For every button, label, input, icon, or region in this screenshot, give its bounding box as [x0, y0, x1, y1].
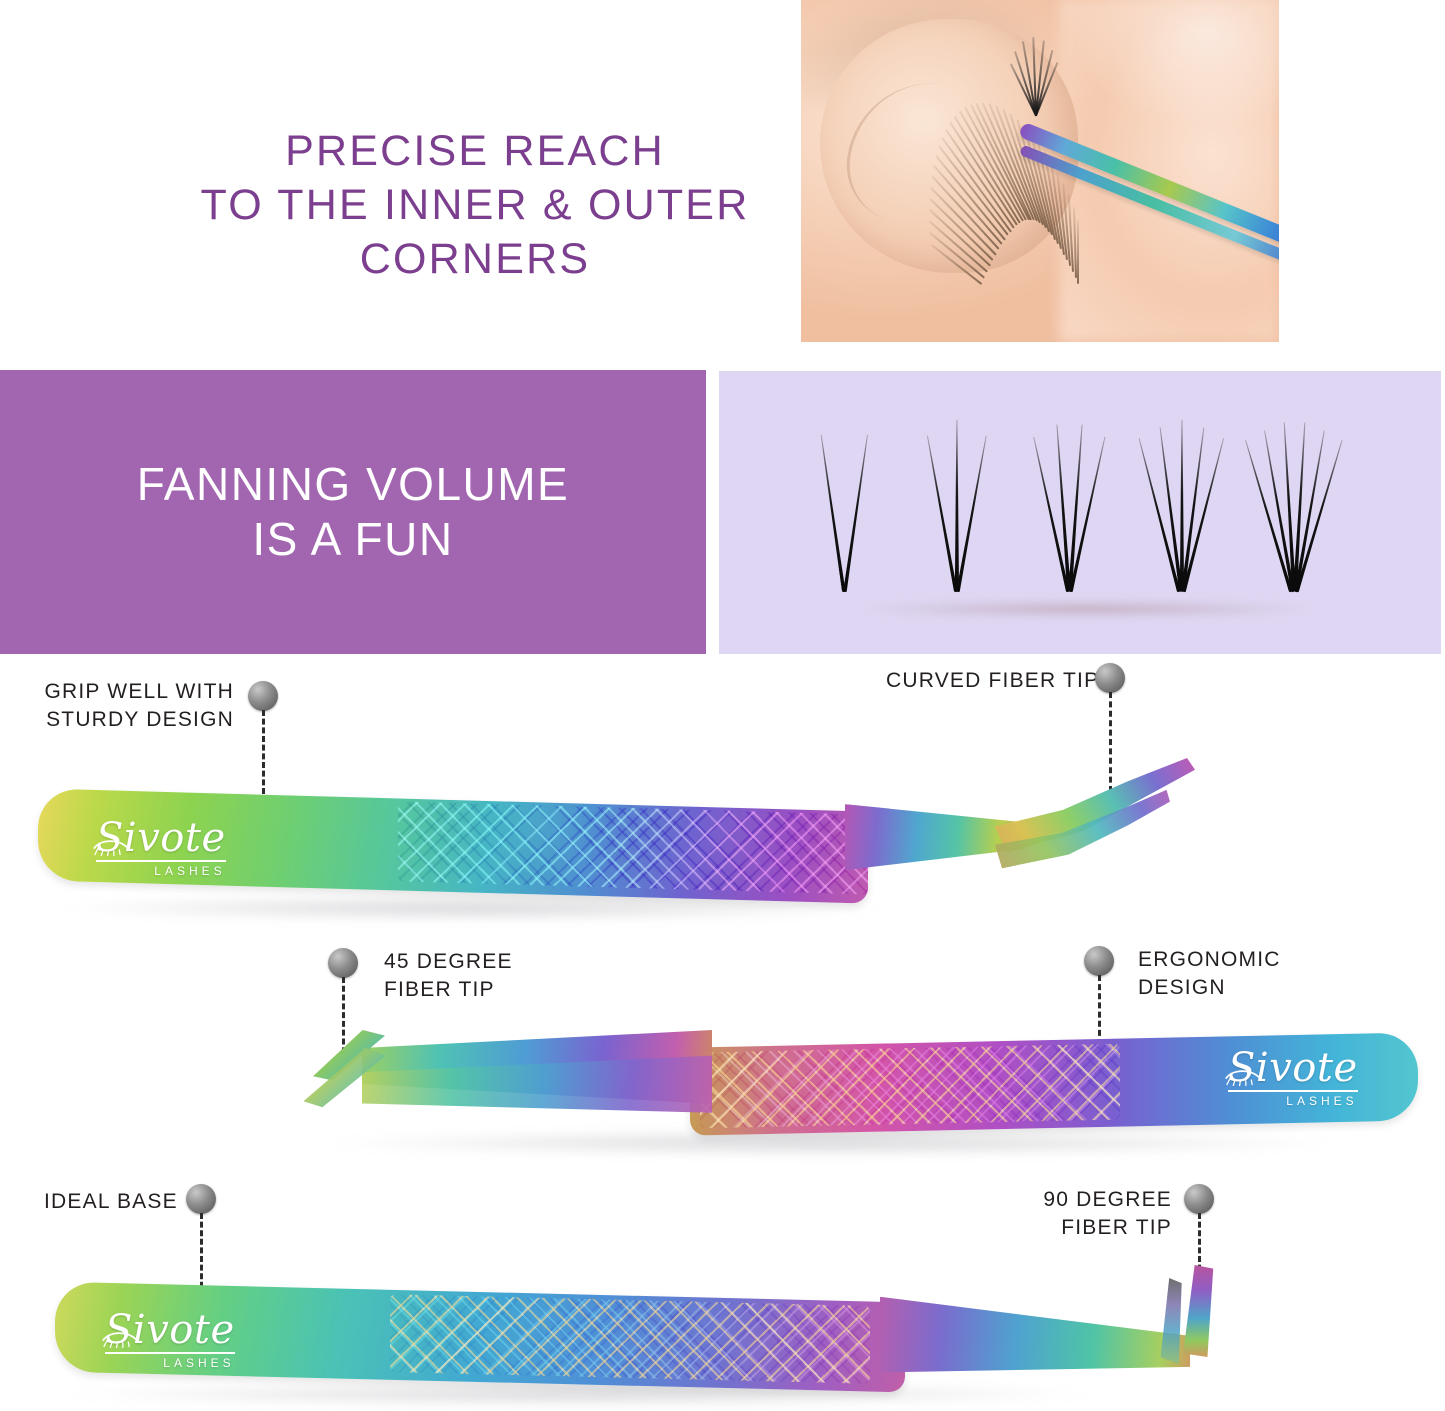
lash-hair	[1179, 419, 1185, 592]
callout-45-degree-leader	[342, 977, 345, 1062]
callout-grip-well-dot	[248, 681, 278, 711]
callout-ideal-base-label: IDEAL BASE	[44, 1188, 177, 1216]
banner-text: FANNING VOLUME IS A FUN	[137, 457, 570, 567]
lash-fan-row	[719, 371, 1441, 654]
eye-closeup-photo	[801, 0, 1279, 342]
callout-line-2: DESIGN	[1138, 975, 1226, 999]
lash-fan-panel	[719, 371, 1441, 654]
tweezer-1-arm-taper	[845, 804, 1025, 874]
tweezer-1-grip-pattern	[398, 801, 868, 895]
tweezer-3-shadow	[70, 1382, 1090, 1406]
callout-line-1: GRIP WELL WITH	[44, 680, 234, 703]
tweezer-2-shadow	[330, 1130, 1330, 1156]
headline-line-1: PRECISE REACH	[285, 127, 665, 175]
callout-line-1: ERGONOMIC	[1138, 948, 1281, 971]
callout-ergonomic-design-dot	[1084, 946, 1114, 976]
callout-90-degree-dot	[1184, 1184, 1214, 1214]
callout-ergonomic-design-leader	[1098, 975, 1101, 1045]
callout-90-degree-leader	[1198, 1213, 1201, 1305]
headline-line-2: TO THE INNER & OUTER	[200, 180, 750, 229]
tweezer-upper-arm	[1017, 121, 1279, 248]
callout-ergonomic-design-label: ERGONOMIC DESIGN	[1138, 946, 1338, 1001]
callout-45-degree-dot	[328, 948, 358, 978]
callout-line-2: FIBER TIP	[384, 977, 495, 1001]
lash-hair	[1181, 427, 1206, 592]
callout-90-degree-label: 90 DEGREE FIBER TIP	[1012, 1186, 1172, 1241]
headline-line-3: CORNERS	[359, 234, 591, 283]
banner-line-1: FANNING VOLUME	[136, 457, 570, 510]
callout-ideal-base-dot	[186, 1184, 216, 1214]
callout-curved-fiber-tip-dot	[1095, 663, 1125, 693]
lash-fan	[1066, 392, 1156, 592]
callout-curved-fiber-tip-leader	[1109, 692, 1112, 792]
fanning-volume-banner: FANNING VOLUME IS A FUN	[0, 370, 706, 654]
callout-line-2: FIBER TIP	[1061, 1215, 1172, 1239]
callout-line-1: 45 DEGREE	[384, 950, 513, 973]
lash-fan	[954, 392, 1044, 592]
tweezer-3-grip-pattern-overlay	[390, 1294, 870, 1384]
lash-hair	[954, 419, 960, 592]
lash-fan	[1177, 392, 1267, 592]
callout-grip-well-leader	[262, 710, 265, 820]
tweezer-2-grip-pattern-overlay	[700, 1043, 1120, 1129]
callout-line-1: IDEAL BASE	[44, 1190, 178, 1213]
callout-ideal-base-leader	[200, 1213, 203, 1305]
banner-line-2: IS A FUN	[252, 513, 454, 565]
callout-curved-fiber-tip-label: CURVED FIBER TIP	[886, 667, 1098, 695]
tweezer-3-arm	[880, 1297, 1190, 1389]
callout-line-1: CURVED FIBER TIP	[886, 669, 1100, 692]
lash-fan-on-tip	[1002, 36, 1072, 117]
lash-fan-shadow	[863, 601, 1312, 618]
callout-line-2: STURDY DESIGN	[46, 707, 234, 731]
lash-hair	[843, 434, 869, 592]
lash-fan	[842, 392, 932, 592]
callout-line-1: 90 DEGREE	[1043, 1188, 1172, 1211]
page-headline: PRECISE REACH TO THE INNER & OUTER CORNE…	[190, 125, 760, 286]
lash-fan	[1289, 392, 1379, 592]
lash-hair	[956, 435, 988, 592]
lash-hair	[1158, 427, 1183, 592]
tweezer-lower-arm	[1018, 144, 1279, 266]
callout-45-degree-label: 45 DEGREE FIBER TIP	[384, 948, 584, 1003]
callout-grip-well-label: GRIP WELL WITH STURDY DESIGN	[44, 678, 234, 733]
lash-hair	[1182, 437, 1225, 592]
lash-hair	[819, 434, 845, 592]
